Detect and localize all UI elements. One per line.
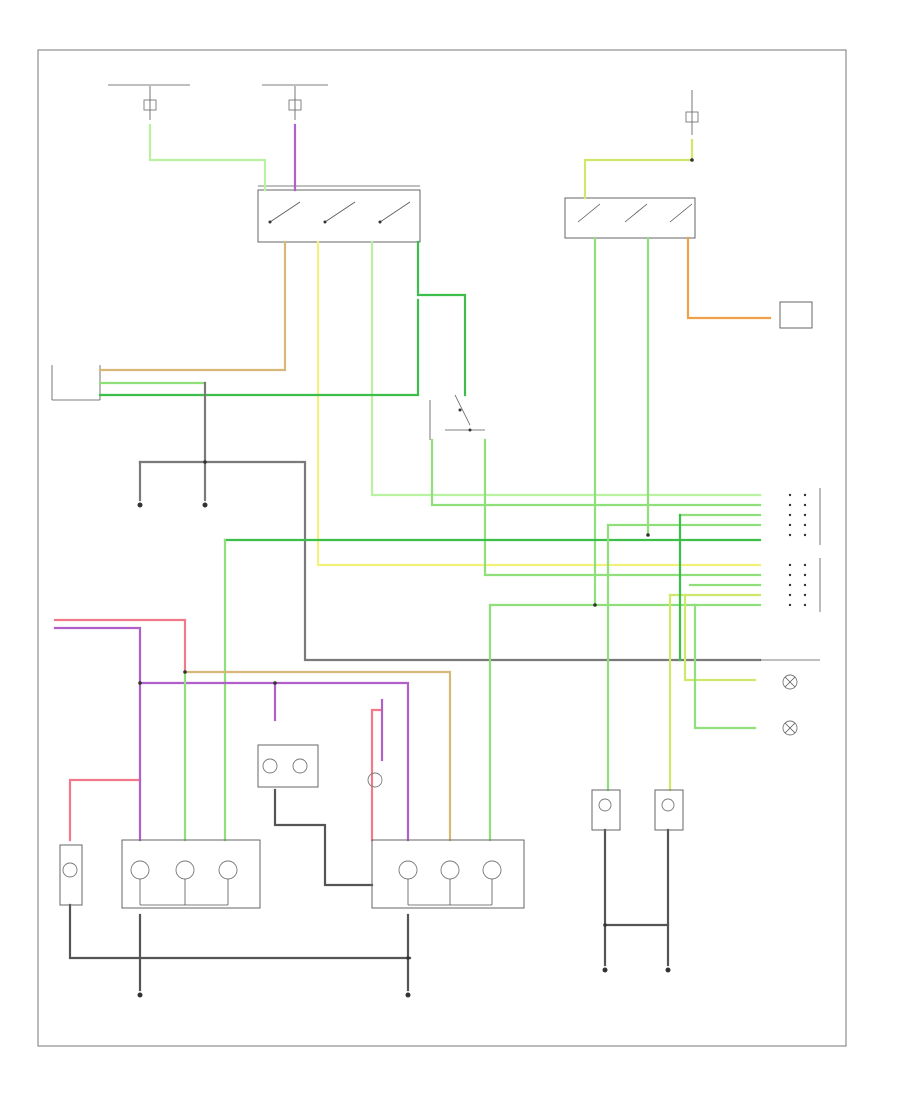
fuse-feed-right (685, 90, 699, 135)
wire-black-side-marker (603, 828, 670, 927)
fuse-feed-center (262, 84, 328, 120)
wire-lightgreen-vertical (370, 240, 762, 497)
combination-switch-connector (51, 365, 101, 401)
fuse-feed-left (108, 84, 190, 120)
diagram-frame (37, 49, 847, 1047)
turn-signal-switch (564, 197, 696, 239)
wire-black-ground-bus (68, 903, 412, 960)
wire-tan-horizontal (183, 670, 452, 842)
wire-violet-horizontal (138, 681, 410, 842)
wire-green-right-lamp (693, 603, 757, 730)
wire-violet-pink-feed (53, 626, 142, 842)
wire-pink-right (370, 708, 384, 842)
wire-gray-horizontal (138, 460, 762, 662)
wire-green-feed-left (148, 123, 267, 192)
left-rear-combination-lamp (121, 839, 261, 909)
right-rear-combination-lamp (371, 839, 525, 909)
right-connector-pins (788, 488, 821, 612)
license-lamp (257, 744, 319, 788)
wire-orange (686, 236, 772, 320)
wire-pink-left-lamp (68, 778, 142, 842)
wire-yellow-vertical (316, 240, 762, 567)
hazard-switch (257, 185, 421, 243)
left-side-marker-lamp (591, 789, 621, 831)
wire-yellowgreen-top-right (583, 138, 694, 200)
wire-tan-switch (98, 240, 287, 372)
left-side-lamp-bulb (59, 844, 83, 906)
right-license-bulb (367, 772, 383, 788)
wire-green-turn-b (483, 438, 762, 577)
ground-symbols (137, 502, 671, 998)
wire-green-turn-a (430, 438, 762, 507)
right-side-marker-lamp (654, 789, 684, 831)
orange-terminal-box (779, 301, 813, 329)
wire-yellowgreen-right-lamp (683, 593, 757, 682)
turn-switch-small (429, 394, 485, 440)
wire-black-license-ground (273, 788, 374, 887)
splice-dots (138, 158, 694, 960)
wire-pink-top (53, 618, 187, 674)
instrument-cluster (760, 659, 820, 736)
wire-darkgreen-connector (98, 298, 420, 397)
wire-darkgreen-switch (416, 240, 467, 397)
